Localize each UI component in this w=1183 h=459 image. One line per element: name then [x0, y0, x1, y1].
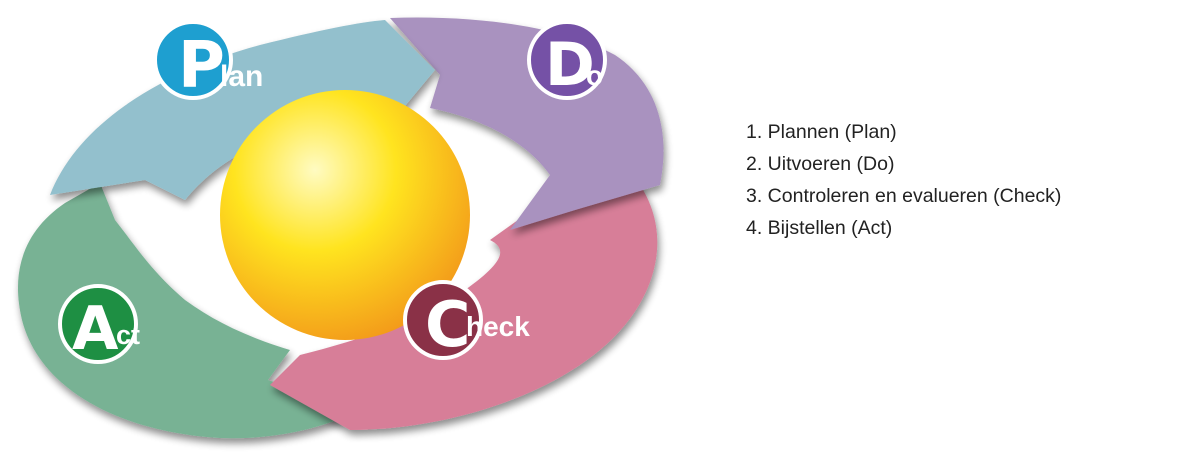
act-big-letter: A — [72, 294, 119, 364]
plan-badge-circle — [153, 20, 233, 100]
do-big-letter: D — [545, 30, 595, 100]
act-small-letters: ct — [116, 320, 140, 350]
steps-list: 1. Plannen (Plan) 2. Uitvoeren (Do) 3. C… — [746, 116, 1061, 244]
check-big-letter: C — [425, 288, 471, 361]
do-badge-circle — [527, 20, 607, 100]
plan-arrow-segment — [50, 20, 435, 200]
act-arrow-segment — [17, 183, 360, 439]
step-item-plan: 1. Plannen (Plan) — [746, 121, 897, 143]
act-badge-circle — [58, 284, 138, 364]
check-badge-circle — [403, 280, 483, 360]
step-item-do: 2. Uitvoeren (Do) — [746, 153, 895, 175]
center-sphere — [220, 90, 470, 340]
check-badge: C heck — [403, 280, 530, 361]
check-small-letters: heck — [466, 311, 530, 342]
plan-big-letter: P — [178, 29, 225, 103]
pdca-cycle-diagram: P lan D o C heck A ct — [17, 17, 664, 439]
do-badge: D o — [527, 20, 607, 100]
plan-badge: P lan — [153, 20, 263, 103]
do-small-letters: o — [586, 60, 603, 91]
step-item-act: 4. Bijstellen (Act) — [746, 217, 893, 239]
plan-small-letters: lan — [220, 60, 263, 93]
step-item-check: 3. Controleren en evalueren (Check) — [746, 185, 1062, 207]
act-badge: A ct — [58, 284, 140, 364]
